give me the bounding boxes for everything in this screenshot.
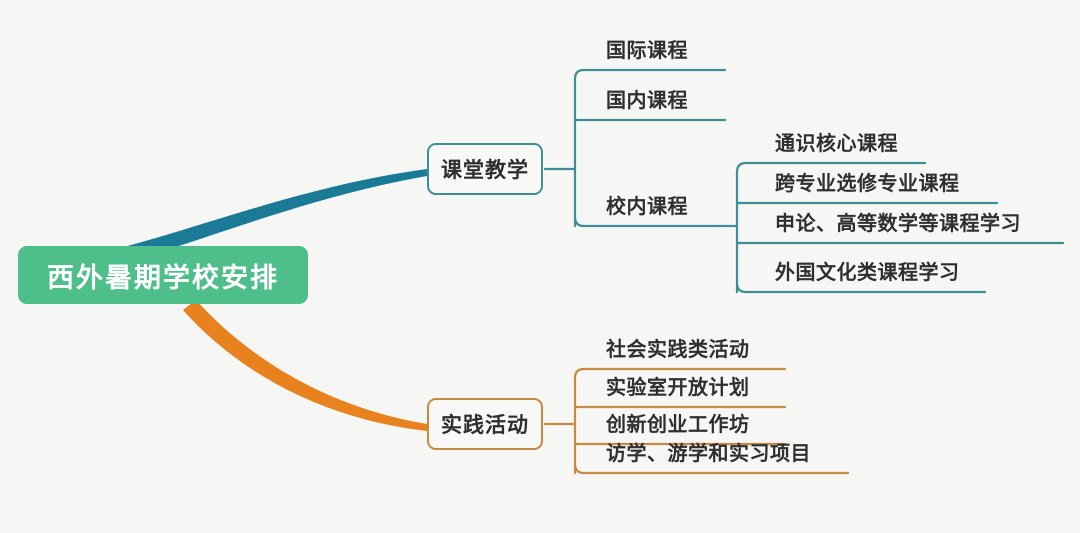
leaf-general-core-courses[interactable]: 通识核心课程: [775, 131, 898, 155]
bracket-teaching: [543, 68, 727, 228]
leaf-essay-and-math-courses[interactable]: 申论、高等数学等课程学习: [775, 211, 1021, 235]
bracket-campus-courses: [716, 161, 1065, 294]
curve-root-to-practice: [183, 300, 427, 431]
root-node-label: 西外暑期学校安排: [47, 262, 279, 294]
bracket-practice: [543, 367, 850, 475]
leaf-international-courses[interactable]: 国际课程: [606, 38, 688, 62]
leaf-visiting-study-internship[interactable]: 访学、游学和实习项目: [606, 441, 811, 465]
leaf-foreign-culture-courses[interactable]: 外国文化类课程学习: [775, 260, 960, 284]
leaf-campus-courses[interactable]: 校内课程: [606, 194, 688, 218]
leaf-lab-open-program[interactable]: 实验室开放计划: [606, 375, 750, 399]
root-node[interactable]: 西外暑期学校安排: [18, 246, 308, 304]
branch-node-practice[interactable]: 实践活动: [427, 398, 543, 450]
leaf-domestic-courses[interactable]: 国内课程: [606, 88, 688, 112]
leaf-social-practice-activities[interactable]: 社会实践类活动: [606, 337, 750, 361]
branch-node-practice-label: 实践活动: [441, 413, 529, 437]
branch-node-teaching-label: 课堂教学: [441, 158, 529, 182]
branch-node-teaching[interactable]: 课堂教学: [427, 143, 543, 195]
leaf-innovation-workshop[interactable]: 创新创业工作坊: [606, 412, 750, 436]
curve-root-to-teaching: [100, 169, 427, 266]
leaf-cross-major-electives[interactable]: 跨专业选修专业课程: [775, 171, 960, 195]
